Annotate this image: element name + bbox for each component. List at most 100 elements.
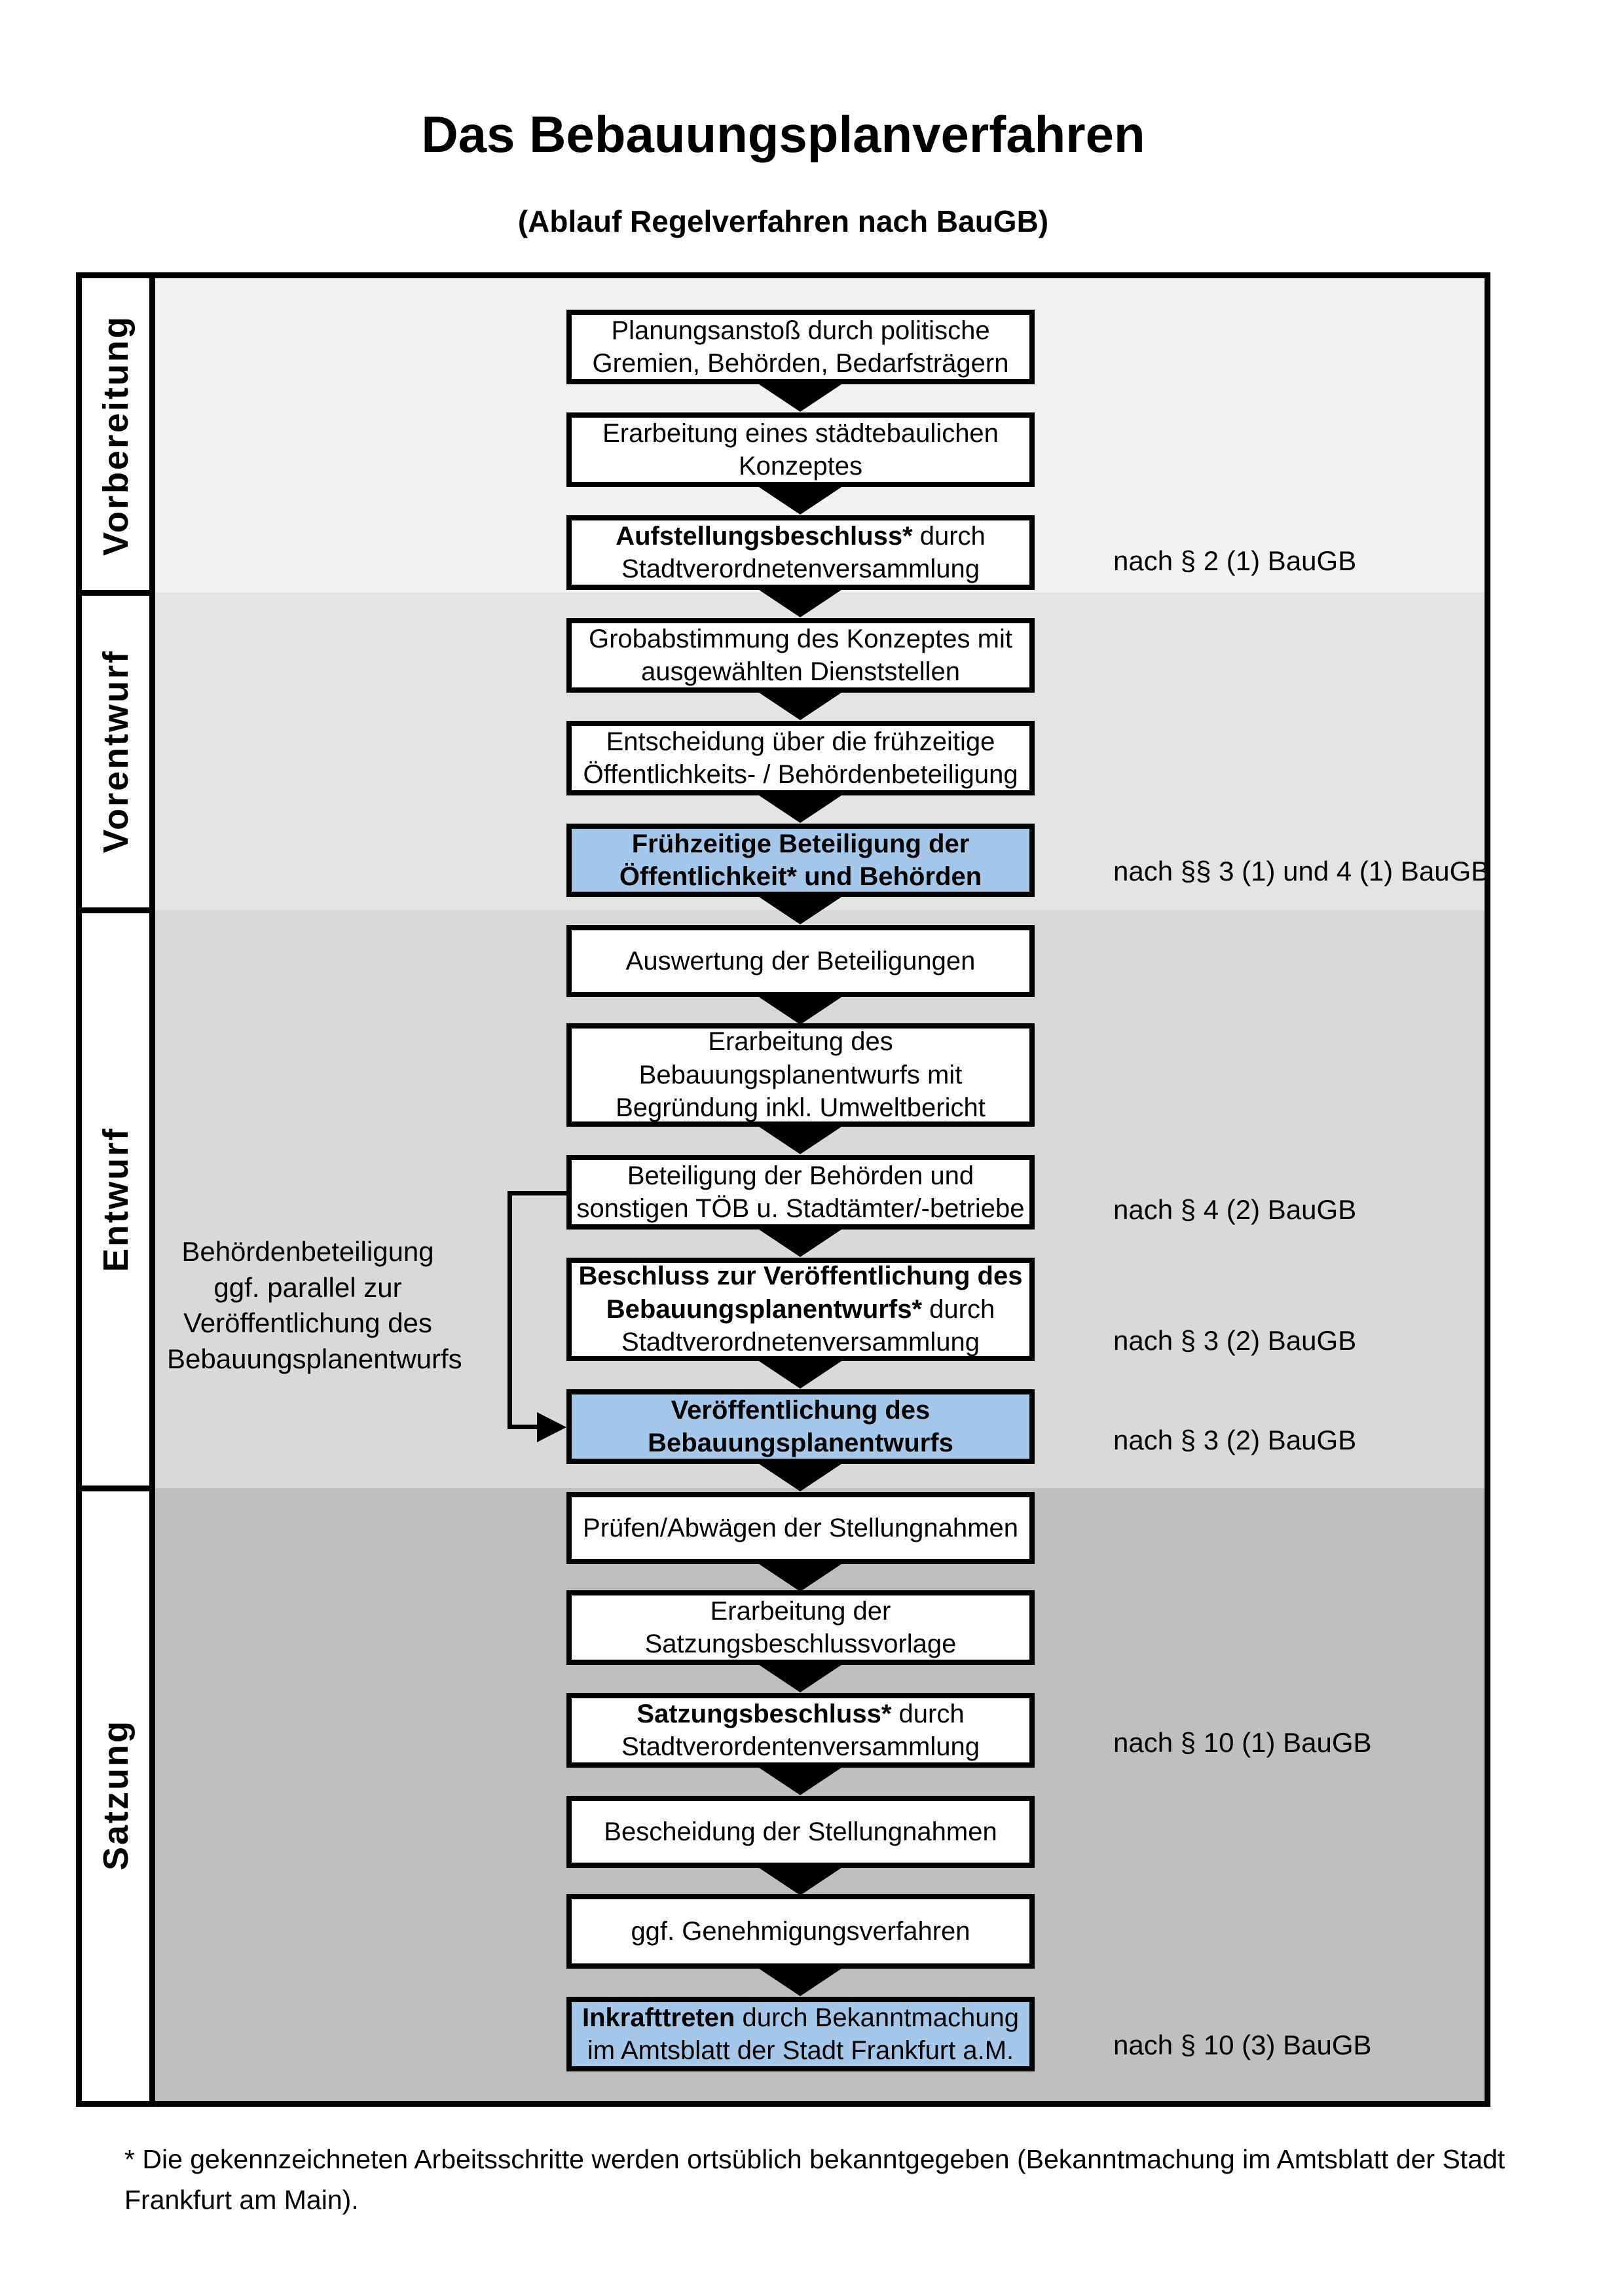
title-block: Das Bebauungsplanverfahren (Ablauf Regel…	[79, 105, 1488, 239]
arrow-down-icon	[757, 691, 843, 720]
box-text: durch	[891, 1699, 965, 1728]
box-text: durch Bekanntmachung	[735, 2003, 1019, 2032]
arrow-right-icon	[537, 1412, 566, 1442]
box-text: Bescheidung der Stellungnahmen	[604, 1817, 997, 1846]
flow-box-staedtebauliches-konzept: Erarbeitung eines städtebaulichen Konzep…	[566, 412, 1035, 487]
box-text-bold: Aufstellungsbeschluss*	[616, 521, 913, 551]
box-text: Begründung inkl. Umweltbericht	[616, 1093, 986, 1123]
box-text: Planungsanstoß durch politische	[611, 316, 990, 345]
side-note-text: Bebauungsplanentwurfs	[167, 1343, 462, 1374]
flow-box-bescheidung: Bescheidung der Stellungnahmen	[566, 1796, 1035, 1868]
box-text: Aufstellungsbeschluss* durch	[616, 520, 986, 553]
flow-box-grobabstimmung: Grobabstimmung des Konzeptes mit ausgewä…	[566, 618, 1035, 693]
box-text: Konzeptes	[738, 452, 863, 481]
connector-line-vertical	[507, 1191, 512, 1429]
box-text: Auswertung der Beteiligungen	[625, 946, 976, 975]
box-text: Bebauungsplanentwurfs mit	[638, 1060, 963, 1089]
arrow-down-icon	[757, 1867, 843, 1895]
section-separator	[82, 1485, 155, 1491]
box-text: durch	[912, 521, 986, 551]
flow-box-planungsanstoss: Planungsanstoß durch politische Gremien,…	[566, 310, 1035, 384]
box-text: Prüfen/Abwägen der Stellungnahmen	[583, 1513, 1018, 1542]
box-text: im Amtsblatt der Stadt Frankfurt a.M.	[587, 2036, 1014, 2065]
law-reference: nach § 3 (2) BauGB	[1113, 1325, 1357, 1356]
arrow-down-icon	[757, 1766, 843, 1795]
flow-box-entscheidung-beteiligung: Entscheidung über die frühzeitige Öffent…	[566, 721, 1035, 795]
box-text-bold: Bebauungsplanentwurfs	[648, 1429, 953, 1457]
section-separator	[82, 590, 155, 596]
arrow-down-icon	[757, 794, 843, 823]
side-note-behoerdenbeteiligung: Behördenbeteiligung ggf. parallel zur Ve…	[167, 1234, 462, 1377]
arrow-down-icon	[757, 1228, 843, 1257]
section-label-satzung: Satzung	[82, 1488, 149, 2101]
flow-box-fruehzeitige-beteiligung: Frühzeitige Beteiligung der Öffentlichke…	[566, 824, 1035, 897]
flow-box-auswertung: Auswertung der Beteiligungen	[566, 925, 1035, 997]
box-text: durch	[922, 1294, 995, 1324]
arrow-down-icon	[757, 896, 843, 924]
box-text: Bebauungsplanentwurfs* durch	[606, 1293, 995, 1326]
box-text: Entscheidung über die frühzeitige	[606, 727, 995, 756]
box-text: Inkrafttreten durch Bekanntmachung	[582, 2001, 1019, 2034]
flow-box-satzungsbeschlussvorlage: Erarbeitung der Satzungsbeschlussvorlage	[566, 1590, 1035, 1665]
box-text: Beteiligung der Behörden und	[627, 1161, 974, 1190]
arrow-down-icon	[757, 1463, 843, 1491]
arrow-down-icon	[757, 1664, 843, 1692]
flow-box-inkrafttreten: Inkrafttreten durch Bekanntmachung im Am…	[566, 1997, 1035, 2071]
law-reference: nach § 10 (1) BauGB	[1113, 1727, 1372, 1758]
flow-box-behoerdenbeteiligung: Beteiligung der Behörden und sonstigen T…	[566, 1155, 1035, 1230]
box-text: Grobabstimmung des Konzeptes mit	[589, 624, 1012, 653]
section-label-vorentwurf: Vorentwurf	[82, 592, 149, 910]
box-text-bold: Beschluss zur Veröffentlichung des	[578, 1262, 1023, 1291]
box-text: Gremien, Behörden, Bedarfsträgern	[592, 349, 1009, 378]
page-title: Das Bebauungsplanverfahren	[421, 105, 1145, 163]
section-label-entwurf: Entwurf	[82, 910, 149, 1488]
law-reference: nach § 2 (1) BauGB	[1113, 545, 1357, 576]
flow-box-beschluss-veroeffentlichung: Beschluss zur Veröffentlichung des Bebau…	[566, 1258, 1035, 1361]
page-subtitle: (Ablauf Regelverfahren nach BauGB)	[517, 204, 1049, 238]
footnote: * Die gekennzeichneten Arbeitsschritte w…	[124, 2144, 1505, 2215]
law-reference: nach § 10 (3) BauGB	[1113, 2030, 1372, 2060]
flow-box-veroeffentlichung: Veröffentlichung des Bebauungsplanentwur…	[566, 1389, 1035, 1464]
arrow-down-icon	[757, 486, 843, 515]
section-separator	[82, 907, 155, 913]
law-reference: nach § 4 (2) BauGB	[1113, 1194, 1357, 1225]
section-label-vorbereitung: Vorbereitung	[82, 278, 149, 592]
side-note-text: ggf. parallel zur	[213, 1271, 402, 1303]
box-text: ggf. Genehmigungsverfahren	[631, 1916, 970, 1946]
box-text-bold: Bebauungsplanentwurfs*	[606, 1294, 923, 1324]
connector-line-horizontal	[507, 1191, 566, 1195]
box-text: Stadtverordnetenversammlung	[621, 1328, 980, 1357]
arrow-down-icon	[757, 1563, 843, 1592]
box-text-bold: Frühzeitige Beteiligung der	[631, 829, 970, 858]
flow-box-satzungsbeschluss: Satzungsbeschluss* durch Stadtverordente…	[566, 1693, 1035, 1768]
box-text-bold: Veröffentlichung des	[671, 1395, 931, 1425]
flow-box-aufstellungsbeschluss: Aufstellungsbeschluss* durch Stadtverord…	[566, 515, 1035, 590]
box-text: Stadtverordentenversammlung	[621, 1732, 980, 1761]
flow-box-erarbeitung-entwurf: Erarbeitung des Bebauungsplanentwurfs mi…	[566, 1023, 1035, 1127]
box-text: ausgewählten Dienststellen	[641, 657, 960, 686]
diagram-frame	[76, 272, 1490, 2107]
law-reference: nach §§ 3 (1) und 4 (1) BauGB	[1113, 856, 1490, 886]
arrow-down-icon	[757, 383, 843, 412]
label-column-divider	[149, 278, 155, 2101]
box-text: Erarbeitung der	[710, 1596, 891, 1626]
arrow-down-icon	[757, 996, 843, 1025]
side-note-text: Veröffentlichung des	[183, 1307, 432, 1339]
box-text: Erarbeitung eines städtebaulichen	[602, 418, 999, 448]
arrow-down-icon	[757, 1967, 843, 1996]
flow-box-pruefen-abwaegen: Prüfen/Abwägen der Stellungnahmen	[566, 1492, 1035, 1564]
box-text-bold: Inkrafttreten	[581, 2003, 735, 2032]
box-text: Öffentlichkeits- / Behördenbeteiligung	[583, 760, 1018, 789]
arrow-down-icon	[757, 589, 843, 617]
box-text: Satzungsbeschlussvorlage	[644, 1630, 957, 1658]
box-text: Stadtverordnetenversammlung	[621, 555, 980, 583]
arrow-down-icon	[757, 1360, 843, 1389]
box-text: Erarbeitung des	[708, 1027, 893, 1057]
box-text-bold: Satzungsbeschluss*	[637, 1699, 892, 1728]
law-reference: nach § 3 (2) BauGB	[1113, 1425, 1357, 1455]
box-text: Satzungsbeschluss* durch	[637, 1698, 964, 1730]
flow-box-genehmigungsverfahren: ggf. Genehmigungsverfahren	[566, 1894, 1035, 1969]
box-text-bold: Öffentlichkeit* und Behörden	[619, 862, 982, 891]
box-text: sonstigen TÖB u. Stadtämter/-betriebe	[576, 1194, 1025, 1223]
